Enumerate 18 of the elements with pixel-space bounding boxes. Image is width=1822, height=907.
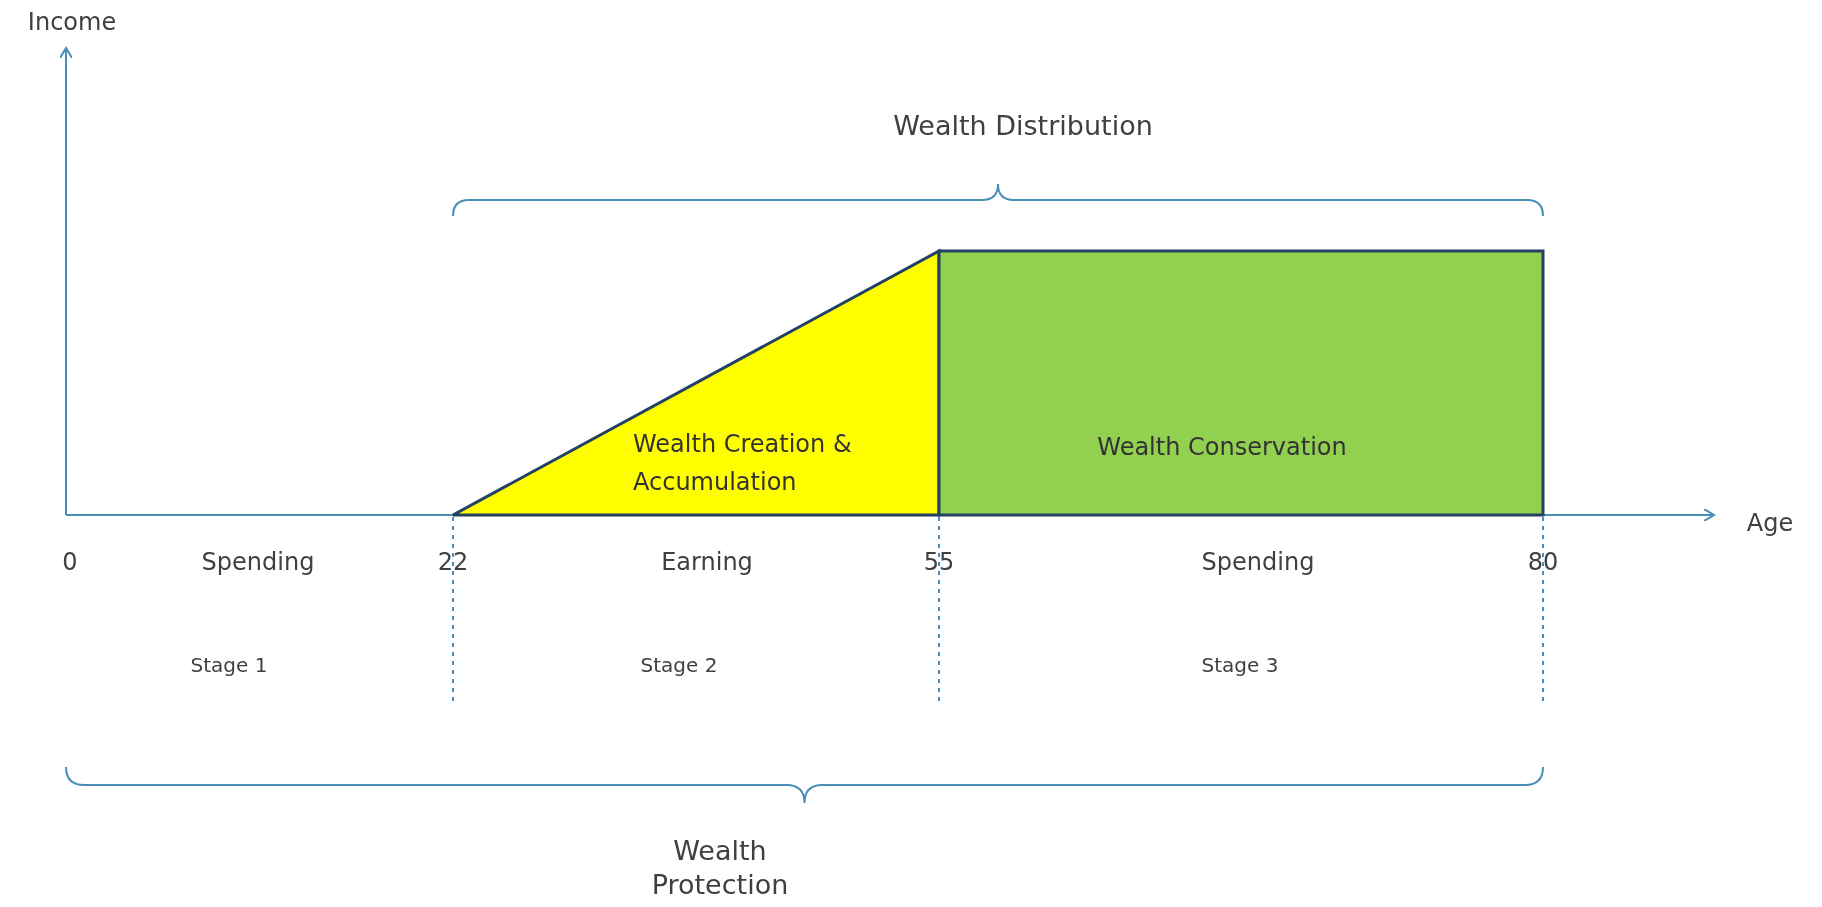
age-value: 55: [923, 548, 955, 576]
stage-label: Stage 3: [1201, 653, 1279, 677]
age-value: 80: [1527, 548, 1559, 576]
phase-label: Spending: [201, 548, 315, 576]
age-value: 0: [62, 548, 78, 576]
brace-label: Wealth Protection: [650, 834, 790, 902]
stage-label: Stage 2: [640, 653, 718, 677]
region-label: Wealth Creation & Accumulation: [633, 429, 853, 498]
axis-title: Income: [27, 8, 117, 36]
age-value: 22: [437, 548, 469, 576]
triangle-region: [453, 251, 939, 515]
phase-label: Earning: [661, 548, 753, 576]
stage-label: Stage 1: [190, 653, 268, 677]
axis-title: Age: [1746, 509, 1794, 537]
rectangle-region: [939, 251, 1543, 515]
region-label: Wealth Conservation: [1097, 433, 1347, 461]
brace-label: Wealth Distribution: [893, 109, 1153, 141]
phase-label: Spending: [1201, 548, 1315, 576]
